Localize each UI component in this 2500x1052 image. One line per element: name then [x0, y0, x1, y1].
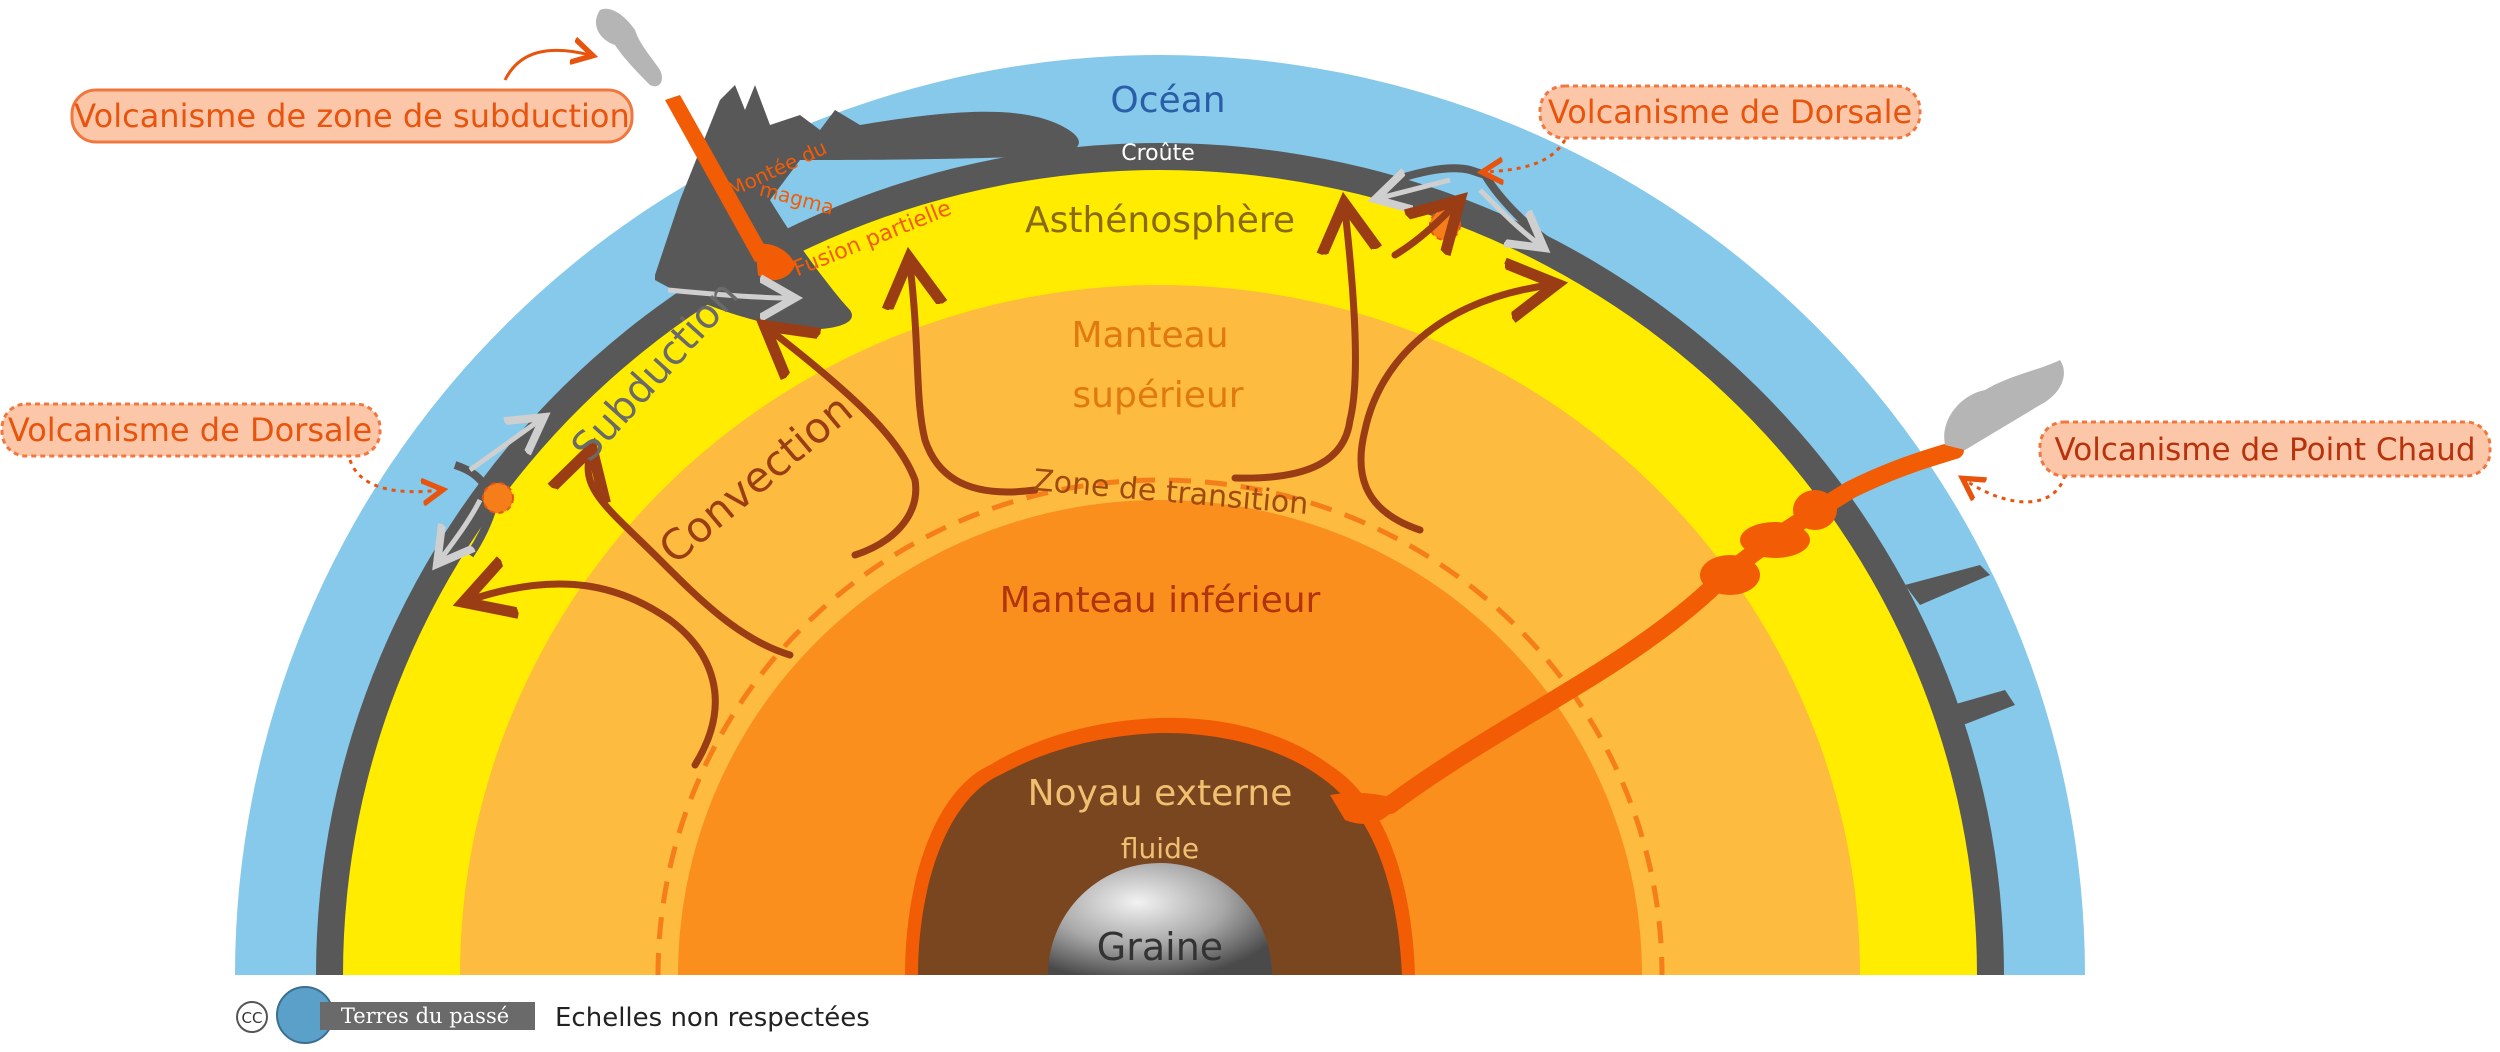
- ridge-left-magma: [482, 482, 514, 514]
- callout-hotspot-text: Volcanisme de Point Chaud: [2055, 432, 2476, 468]
- scale-note: Echelles non respectées: [555, 1003, 870, 1033]
- ridge-right-flow-arrow: [1380, 180, 1451, 198]
- callout-ridge-right: Volcanisme de Dorsale: [1538, 84, 1922, 140]
- hotspot-magma-chamber-2: [1740, 522, 1810, 558]
- hotspot-plume: [1381, 441, 1964, 814]
- ridge-left-flow-arrow: [468, 420, 540, 473]
- right-slab-2: [1935, 690, 2015, 730]
- smoke-plume-subduction: [595, 8, 662, 87]
- callout-arrow-ridge-left: [348, 459, 440, 492]
- inner-core: [1048, 863, 1272, 975]
- label-manteau-sup-1: Manteau: [1071, 315, 1228, 356]
- brand-text: Terres du passé: [341, 1004, 509, 1028]
- callout-subduction-text: Volcanisme de zone de subduction: [74, 97, 630, 135]
- ridge-left-flow-arrow-2: [440, 498, 483, 560]
- outer-core: [918, 732, 1402, 975]
- callout-ridge-left: Volcanisme de Dorsale: [0, 402, 382, 458]
- callout-subduction-volcanism: Volcanisme de zone de subduction: [70, 88, 634, 144]
- partial-melting-blob: [755, 243, 795, 281]
- label-croute: Croûte: [1121, 141, 1195, 166]
- hotspot-plume-base: [1330, 792, 1400, 824]
- magma-rise-channel: [665, 95, 770, 262]
- label-ocean: Océan: [1110, 80, 1225, 121]
- convection-arrows: [470, 205, 1550, 769]
- callout-hotspot: Volcanisme de Point Chaud: [2038, 420, 2492, 478]
- right-slab-1: [1905, 565, 1990, 605]
- cc-logo-icon: [236, 1001, 268, 1033]
- callout-arrow-hotspot: [1965, 474, 2067, 504]
- callout-ridge-right-text: Volcanisme de Dorsale: [1548, 93, 1912, 131]
- hotspot-magma-chamber-3: [1793, 490, 1837, 530]
- callout-arrow-subduction: [503, 50, 590, 81]
- hotspot-magma-chamber-1: [1700, 555, 1760, 595]
- callout-ridge-left-text: Volcanisme de Dorsale: [8, 411, 372, 449]
- label-noyau-1: Noyau externe: [1028, 773, 1293, 814]
- label-noyau-2: fluide: [1121, 832, 1199, 865]
- label-manteau-sup-2: supérieur: [1072, 375, 1243, 416]
- ridge-right-flow-arrow-2: [1478, 188, 1540, 245]
- label-asthenosphere: Asthénosphère: [1025, 200, 1295, 241]
- label-manteau-inf: Manteau inférieur: [1000, 580, 1321, 621]
- hotspot-volcano-smoke: [1944, 360, 2064, 450]
- brand-banner: [320, 1002, 535, 1030]
- cc-logo-text: CC: [242, 1009, 263, 1027]
- slab-flow-arrow: [667, 290, 790, 298]
- label-graine: Graine: [1097, 925, 1223, 969]
- footer-credit: CC Terres du passé Echelles non respecté…: [236, 986, 870, 1044]
